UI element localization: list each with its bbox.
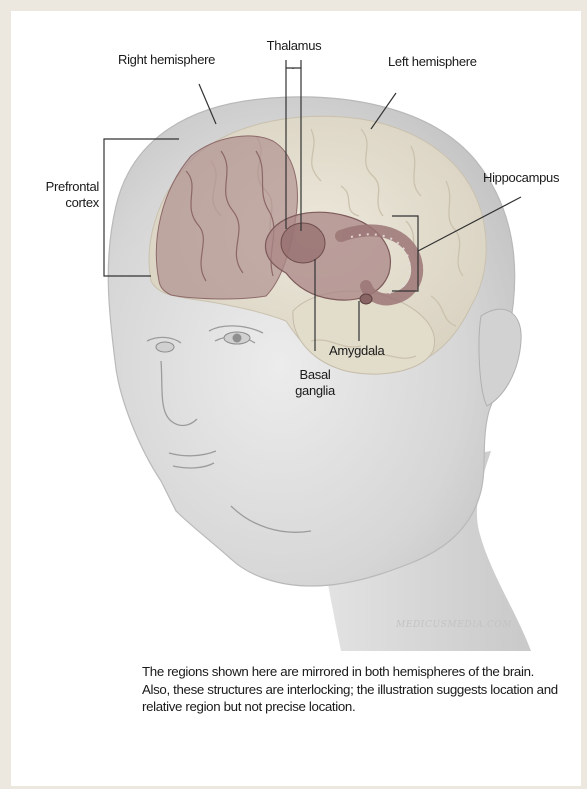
eye-left xyxy=(156,342,174,352)
label-left-hemisphere: Left hemisphere xyxy=(388,54,477,70)
label-thalamus: Thalamus xyxy=(262,38,326,54)
ear xyxy=(479,309,521,406)
head-brain-illustration xyxy=(11,11,581,651)
label-basal-line1: Basal xyxy=(287,367,343,383)
label-basal-line2: ganglia xyxy=(287,383,343,399)
thalamus-region xyxy=(281,223,325,263)
figure-caption: The regions shown here are mirrored in b… xyxy=(142,663,562,716)
label-prefrontal-line1: Prefrontal xyxy=(29,179,99,195)
label-basal-ganglia: Basal ganglia xyxy=(287,367,343,399)
amygdala-region xyxy=(360,294,372,304)
label-right-hemisphere: Right hemisphere xyxy=(118,52,215,68)
figure-panel: Right hemisphere Thalamus Left hemispher… xyxy=(11,11,581,786)
label-prefrontal-cortex: Prefrontal cortex xyxy=(29,179,99,211)
label-hippocampus: Hippocampus xyxy=(483,170,559,186)
label-prefrontal-line2: cortex xyxy=(29,195,99,211)
watermark: MEDICUSMEDIA.COM xyxy=(396,620,512,630)
iris-right xyxy=(233,334,242,343)
label-amygdala: Amygdala xyxy=(329,343,384,359)
